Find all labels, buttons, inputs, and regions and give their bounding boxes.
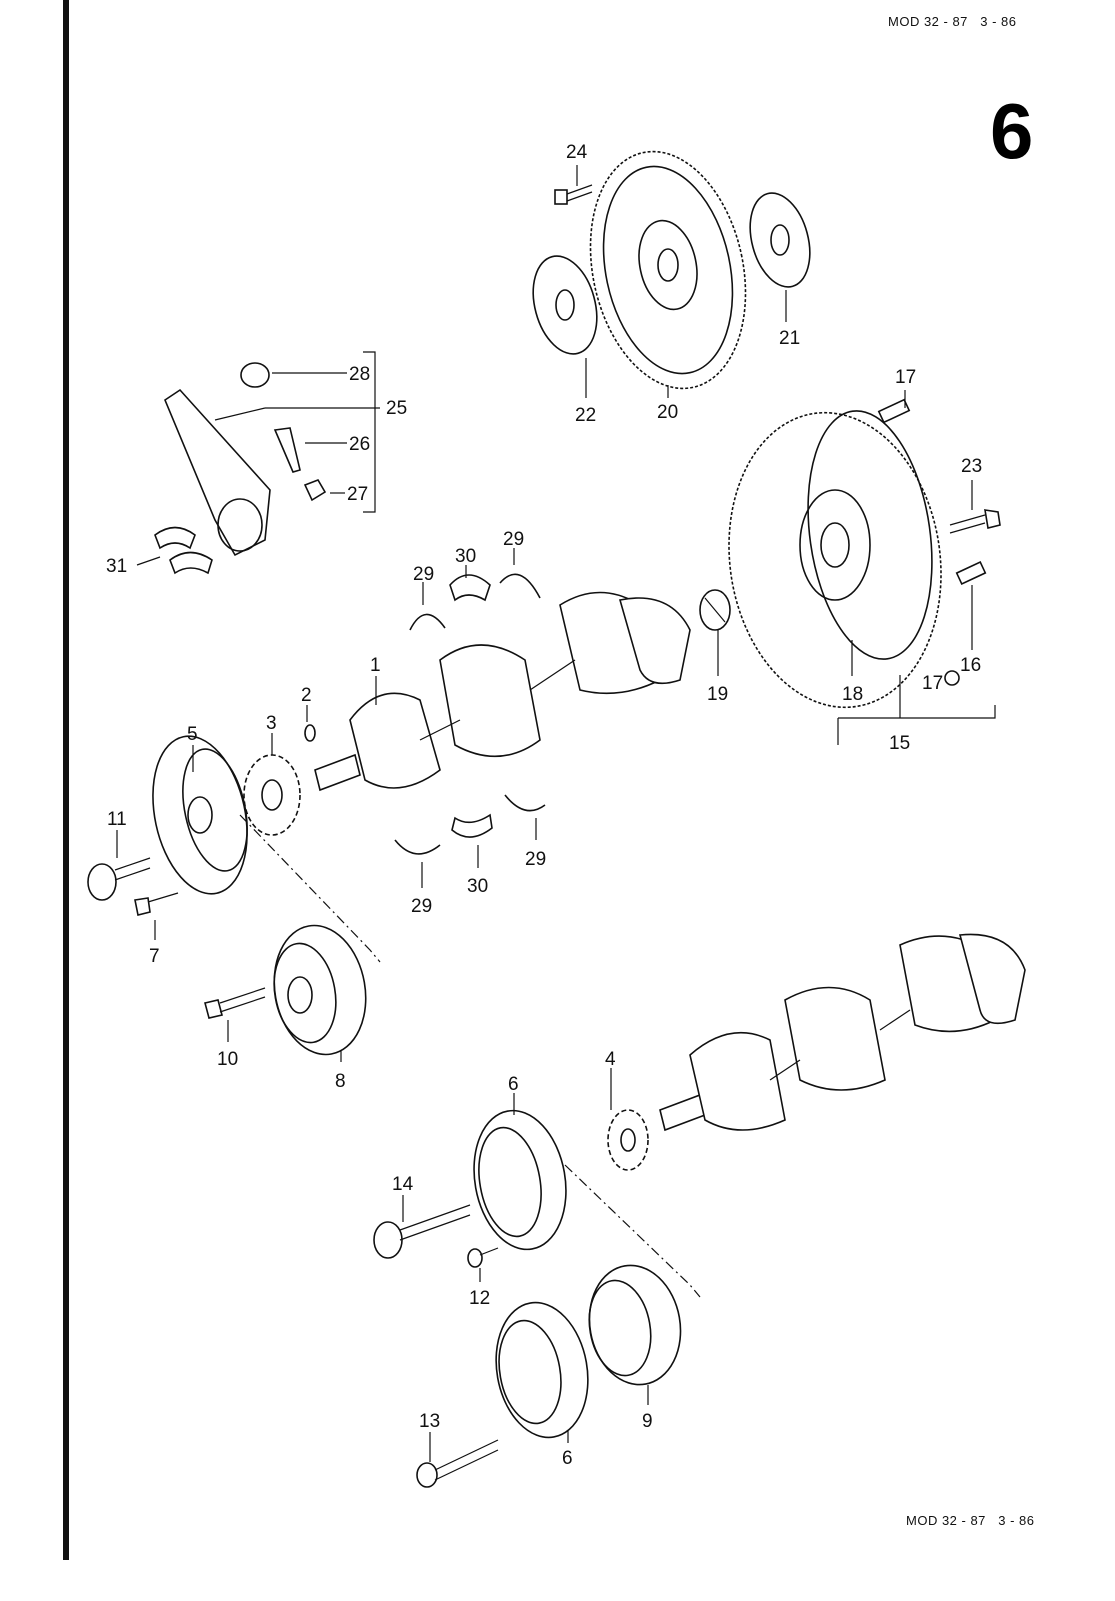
callout: 1 xyxy=(370,655,381,676)
flywheel-plate-22 xyxy=(532,255,598,355)
bolt-13 xyxy=(416,1439,499,1488)
callout: 5 xyxy=(187,724,198,745)
pulley-8 xyxy=(273,924,367,1056)
callout: 9 xyxy=(642,1411,653,1432)
callout: 21 xyxy=(779,328,800,349)
callout: 17 xyxy=(895,367,916,388)
bolt-12 xyxy=(467,1247,499,1268)
callout: 29 xyxy=(525,849,546,870)
callout: 7 xyxy=(149,946,160,967)
callout: 19 xyxy=(707,684,728,705)
pulley-5 xyxy=(152,735,248,895)
callout: 16 xyxy=(960,655,981,676)
callout: 17 xyxy=(922,673,943,694)
callout: 12 xyxy=(469,1288,490,1309)
pin-16 xyxy=(955,561,987,585)
header-model: MOD 32 - 87 xyxy=(888,14,968,29)
callout: 31 xyxy=(106,556,127,577)
callout: 29 xyxy=(411,896,432,917)
bolt-24 xyxy=(554,184,593,205)
footer-date: 3 - 86 xyxy=(998,1513,1035,1528)
header-ref: MOD 32 - 87 3 - 86 xyxy=(888,14,1017,29)
callout: 6 xyxy=(508,1074,519,1095)
callout: 24 xyxy=(566,142,588,163)
pulley-9 xyxy=(588,1264,682,1386)
callout: 27 xyxy=(347,484,368,505)
callout: 10 xyxy=(217,1049,238,1070)
header-date: 3 - 86 xyxy=(980,14,1017,29)
callout: 28 xyxy=(349,364,370,385)
callout: 15 xyxy=(889,733,910,754)
bolt-14 xyxy=(373,1204,471,1259)
binding-edge-bar xyxy=(63,0,69,1560)
flywheel-15 xyxy=(728,410,942,709)
bolt-7 xyxy=(134,892,179,916)
callout: 22 xyxy=(575,405,596,426)
needle-bearing-19 xyxy=(699,589,731,631)
callout: 25 xyxy=(386,398,407,419)
pulley-6-lower xyxy=(495,1301,589,1439)
pulley-6-upper xyxy=(473,1109,567,1251)
callout: 4 xyxy=(605,1049,616,1070)
flywheel-ring-gear xyxy=(589,150,747,390)
callout-labels: 24 21 22 20 28 25 26 27 31 17 23 29 30 2… xyxy=(106,142,982,1469)
bolt-23 xyxy=(949,509,1001,534)
callout: 30 xyxy=(455,546,476,567)
section-number: 6 xyxy=(990,87,1034,175)
callout: 30 xyxy=(467,876,488,897)
callout: 13 xyxy=(419,1411,440,1432)
woodruff-key-2 xyxy=(304,724,316,742)
bolt-11 xyxy=(87,857,151,901)
callout: 29 xyxy=(503,529,524,550)
callout: 14 xyxy=(392,1174,414,1195)
footer-ref: MOD 32 - 87 3 - 86 xyxy=(906,1513,1035,1528)
callout: 6 xyxy=(562,1448,573,1469)
crankshaft-lower xyxy=(659,933,1026,1132)
sprocket-3 xyxy=(243,754,301,836)
dowel-17 xyxy=(944,670,960,686)
callout: 11 xyxy=(107,809,127,830)
callout: 29 xyxy=(413,564,434,585)
callout: 20 xyxy=(657,402,678,423)
callout: 8 xyxy=(335,1071,346,1092)
crankshaft-upper xyxy=(314,591,691,792)
callout: 23 xyxy=(961,456,982,477)
pin-17 xyxy=(877,398,911,424)
callout: 3 xyxy=(266,713,277,734)
flywheel-plate-21 xyxy=(749,192,811,288)
sprocket-4 xyxy=(607,1109,649,1171)
thrust-washers xyxy=(394,573,546,855)
bolt-10 xyxy=(204,987,266,1019)
callout: 18 xyxy=(842,684,863,705)
callout: 2 xyxy=(301,685,312,706)
callout: 26 xyxy=(349,434,370,455)
connecting-rod xyxy=(154,362,327,575)
footer-model: MOD 32 - 87 xyxy=(906,1513,986,1528)
